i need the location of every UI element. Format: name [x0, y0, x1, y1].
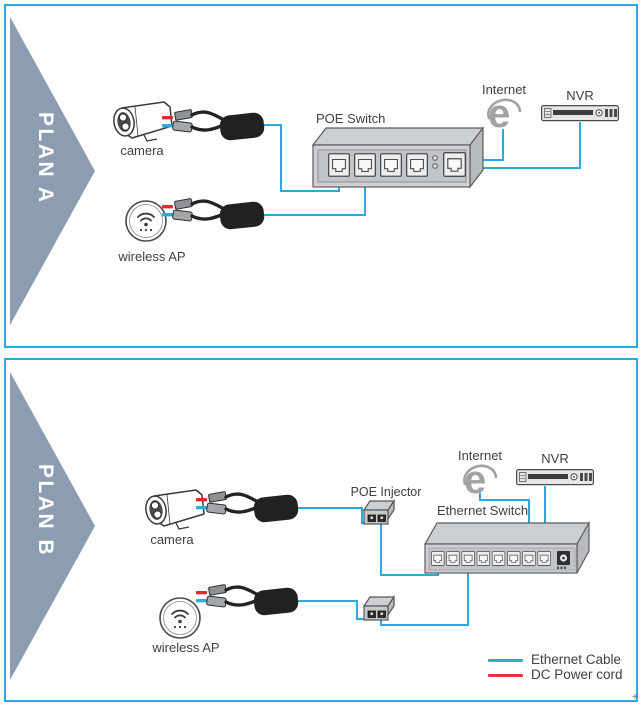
wifi-ap-icon: [159, 597, 201, 639]
poe-splitter-cable-icon: [194, 489, 300, 525]
legend-ethernet-cable-label: Ethernet Cable: [531, 652, 622, 667]
poe-injector-icon: [363, 500, 395, 525]
rj45-port-icon: [354, 153, 376, 177]
rj45-port-icon: [431, 551, 445, 566]
rj45-port-icon: [476, 551, 491, 566]
rj45-port-icon: [537, 551, 551, 566]
camera-label: camera: [150, 532, 194, 547]
nvr-recorder-icon: [516, 469, 594, 486]
plan-b-banner-arrow: [10, 372, 95, 680]
poe-splitter-cable-icon: [160, 107, 266, 143]
plan-a-banner-arrow: [10, 17, 95, 325]
wireless-ap-label: wireless AP: [118, 249, 186, 264]
rj45-port-icon: [446, 551, 460, 566]
poe-injector-icon: [363, 596, 395, 621]
camera-icon: [142, 489, 205, 530]
poe-splitter-cable-icon: [194, 582, 300, 618]
rj45-port-icon: [522, 551, 536, 566]
rj45-uplink-port-icon: [443, 151, 466, 178]
rj45-port-icon: [328, 153, 350, 177]
camera-label: camera: [120, 143, 164, 158]
led-indicator-icon: [432, 163, 438, 169]
cable-a-nvr-to-switch: [459, 122, 581, 169]
ethernet-switch-label: Ethernet Switch: [437, 503, 529, 518]
poe-splitter-cable-icon: [160, 196, 266, 232]
internet-e-icon: [486, 94, 522, 132]
nvr-recorder-icon: [541, 104, 619, 122]
wireless-ap-label: wireless AP: [152, 640, 220, 655]
nvr-label: NVR: [566, 88, 594, 103]
dc-power-jack-icon: [557, 551, 570, 569]
rj45-port-icon: [507, 551, 521, 566]
rj45-port-icon: [406, 153, 428, 177]
rj45-port-icon: [491, 551, 506, 566]
plan-a-banner-text: PLAN A: [34, 112, 57, 205]
dc-power-cord-swatch: [488, 674, 523, 677]
poe-injector-label: POE Injector: [350, 485, 422, 499]
ethernet-switch: [423, 520, 591, 574]
rj45-port-icon: [380, 153, 402, 177]
internet-label: Internet: [481, 82, 527, 97]
rj45-port-icon: [461, 551, 475, 566]
ethernet-cable-swatch: [488, 659, 523, 662]
camera-icon: [110, 101, 173, 142]
wifi-ap-icon: [125, 200, 167, 242]
internet-e-icon: [462, 460, 498, 498]
corner-mark: +: [632, 692, 638, 703]
cable-b-ap-to-injector: [298, 600, 371, 620]
cable-b-camera-to-injector: [298, 507, 371, 524]
plan-b-banner-text: PLAN B: [34, 464, 57, 558]
led-indicator-icon: [432, 155, 438, 161]
legend-dc-power-cord-label: DC Power cord: [531, 667, 623, 682]
cable-b-injector2-to-switch: [380, 558, 469, 626]
poe-switch-label: POE Switch: [316, 111, 386, 126]
nvr-label: NVR: [541, 451, 569, 466]
internet-label: Internet: [457, 448, 503, 463]
poe-switch: [311, 126, 485, 189]
